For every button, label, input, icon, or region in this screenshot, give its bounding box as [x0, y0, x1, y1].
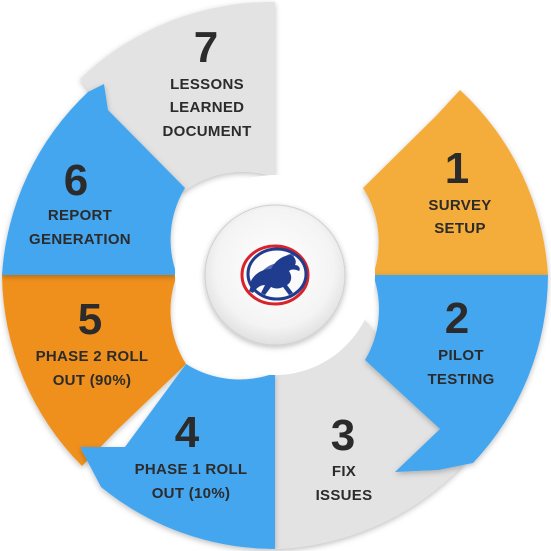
step-5-label-line-2: OUT (90%): [53, 372, 132, 389]
running-horses-logo-icon: [240, 244, 310, 306]
step-7-label-line-3: DOCUMENT: [162, 123, 251, 140]
step-6-number: 6: [64, 156, 88, 205]
step-6: 6 REPORT GENERATION: [29, 156, 131, 248]
step-2-number: 2: [445, 294, 469, 343]
segment-7-lessons-learned: [80, 1, 275, 192]
step-3-label-line-2: ISSUES: [316, 487, 373, 504]
step-2-label-line-1: PILOT: [438, 347, 484, 364]
segment-5-phase-2-roll-out: [2, 275, 186, 466]
step-3: 3 FIX ISSUES: [316, 411, 373, 504]
step-1-number: 1: [445, 144, 469, 193]
step-4-label-line-1: PHASE 1 ROLL: [135, 461, 248, 478]
step-5-number: 5: [78, 295, 102, 344]
segment-4-phase-1-roll-out: [80, 364, 275, 549]
step-3-label-line-1: FIX: [332, 463, 356, 480]
step-5: 5 PHASE 2 ROLL OUT (90%): [36, 295, 149, 389]
step-1: 1 SURVEY SETUP: [428, 144, 491, 237]
step-1-label-line-2: SETUP: [434, 220, 486, 237]
step-7-number: 7: [194, 23, 218, 72]
segment-1-survey-setup: [363, 90, 548, 275]
segment-2-pilot-testing: [365, 275, 548, 472]
step-4: 4 PHASE 1 ROLL OUT (10%): [135, 408, 248, 502]
step-3-number: 3: [331, 411, 355, 460]
step-7: 7 LESSONS LEARNED DOCUMENT: [162, 23, 251, 140]
step-1-label-line-1: SURVEY: [428, 197, 491, 214]
step-labels: 1 SURVEY SETUP 2 PILOT TESTING 3 FIX ISS…: [29, 23, 494, 504]
segment-6-report-generation: [2, 84, 185, 275]
segment-3-fix-issues: [275, 320, 466, 549]
step-6-label-line-1: REPORT: [48, 207, 112, 224]
step-2-label-line-2: TESTING: [427, 371, 494, 388]
step-7-label-line-1: LESSONS: [170, 76, 244, 93]
step-7-label-line-2: LEARNED: [170, 99, 245, 116]
step-4-number: 4: [175, 408, 200, 457]
step-4-label-line-2: OUT (10%): [152, 485, 231, 502]
step-6-label-line-2: GENERATION: [29, 231, 131, 248]
step-5-label-line-1: PHASE 2 ROLL: [36, 348, 149, 365]
step-2: 2 PILOT TESTING: [427, 294, 494, 388]
